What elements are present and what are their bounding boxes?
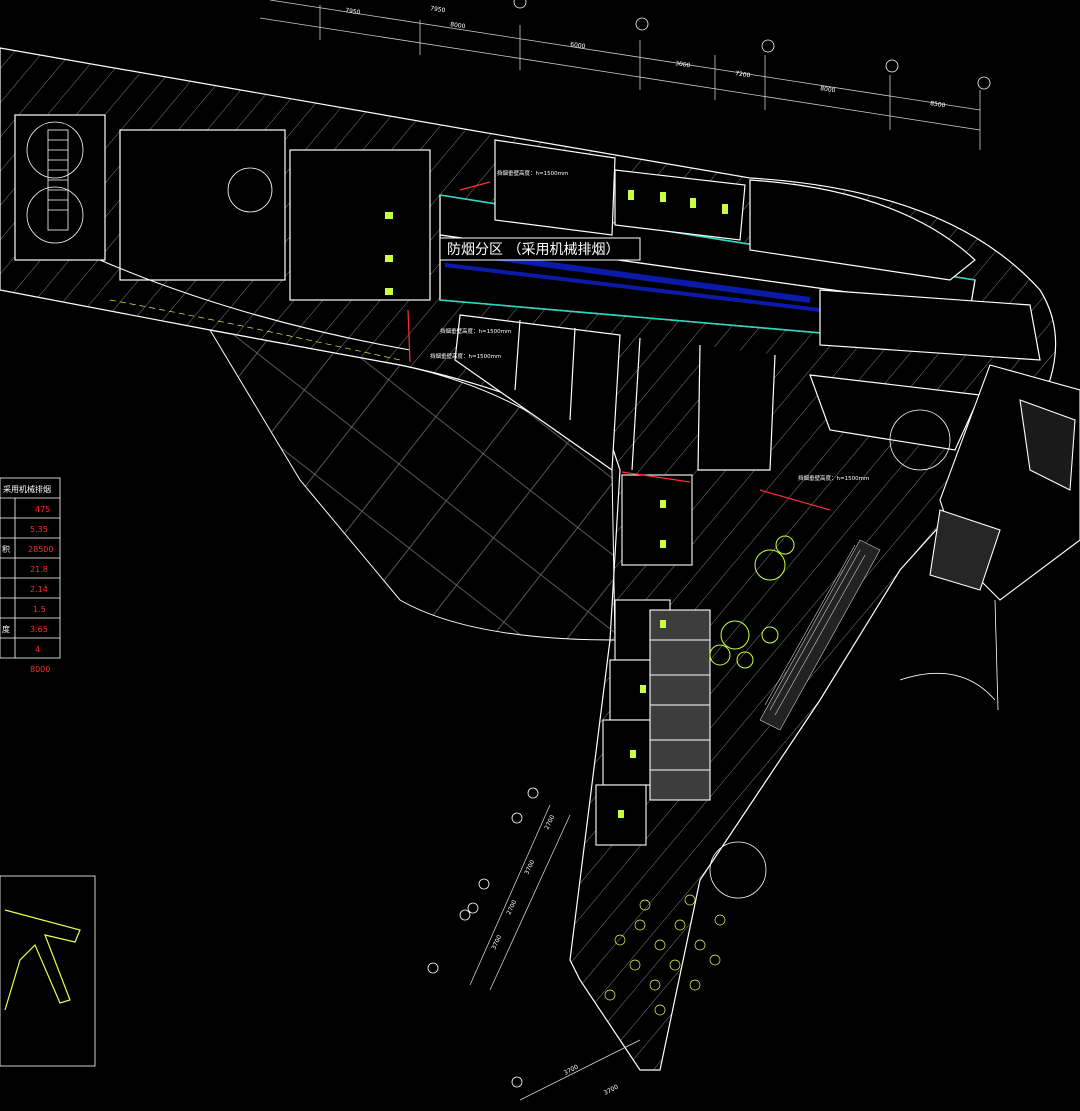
axis-bubbles-top xyxy=(513,0,991,90)
dim-label: 7950 xyxy=(345,7,361,16)
table-value: 475 xyxy=(35,505,50,514)
smoke-curtain-note: 挡烟垂壁高度：h=1500mm xyxy=(440,327,511,335)
east-wing xyxy=(929,364,1080,601)
vent-equipment xyxy=(385,190,728,818)
outer-contour xyxy=(899,599,999,711)
table-row-label: 度 xyxy=(2,624,10,634)
south-wing-rooms xyxy=(595,474,711,846)
table-value: 1.5 xyxy=(33,605,46,614)
table-value: 4 xyxy=(35,645,40,654)
lower-dimension-lines xyxy=(427,787,641,1101)
dim-label: 3700 xyxy=(603,1084,620,1097)
table-value: 3.65 xyxy=(30,625,48,634)
stairs-and-shafts xyxy=(26,121,951,899)
dim-label: 2700 xyxy=(543,814,556,831)
top-dimension-lines xyxy=(259,0,981,150)
dim-label: 6000 xyxy=(570,41,586,50)
dim-label: 3700 xyxy=(490,934,503,951)
curved-foyer xyxy=(99,259,411,361)
key-plan xyxy=(0,875,96,1067)
planting xyxy=(709,535,795,669)
dim-label: 3700 xyxy=(523,859,536,876)
seating-area xyxy=(604,894,726,1016)
dim-label: 8000 xyxy=(450,21,466,30)
dim-label: 7950 xyxy=(430,5,446,14)
escalators xyxy=(759,539,881,731)
annotations: 挡烟垂壁高度：h=1500mm 挡烟垂壁高度：h=1500mm 挡烟垂壁高度：h… xyxy=(430,169,869,482)
smoke-curtain-note: 挡烟垂壁高度：h=1500mm xyxy=(497,169,568,177)
table-value: 21.8 xyxy=(30,565,48,574)
dim-label: 3000 xyxy=(675,60,691,69)
table-row-label: 积 xyxy=(2,544,10,554)
zone-title-text: 防烟分区 （采用机械排烟） xyxy=(447,242,619,258)
dim-label: 8000 xyxy=(820,85,836,94)
table-value: 28500 xyxy=(28,545,53,554)
table-value: 5.35 xyxy=(30,525,48,534)
zone-title: 防烟分区 （采用机械排烟） xyxy=(439,237,641,261)
smoke-curtain-note: 挡烟垂壁高度：h=1500mm xyxy=(798,474,869,482)
dim-label: 8500 xyxy=(930,100,946,109)
top-rooms xyxy=(14,114,1041,472)
smoke-curtain-note: 挡烟垂壁高度：h=1500mm xyxy=(430,352,501,360)
smoke-boundaries xyxy=(407,181,831,511)
smoke-data-table: 采用机械排烟 475 5.35 积 28500 21.8 2.14 1.5 度 … xyxy=(0,477,61,659)
table-value: 2.14 xyxy=(30,585,48,594)
table-value: 8000 xyxy=(30,665,50,674)
dim-label: 7200 xyxy=(735,70,751,79)
table-header: 采用机械排烟 xyxy=(3,484,51,494)
dimension-text-top: 7950 7950 6000 7200 8000 8000 3000 8500 xyxy=(345,5,946,109)
